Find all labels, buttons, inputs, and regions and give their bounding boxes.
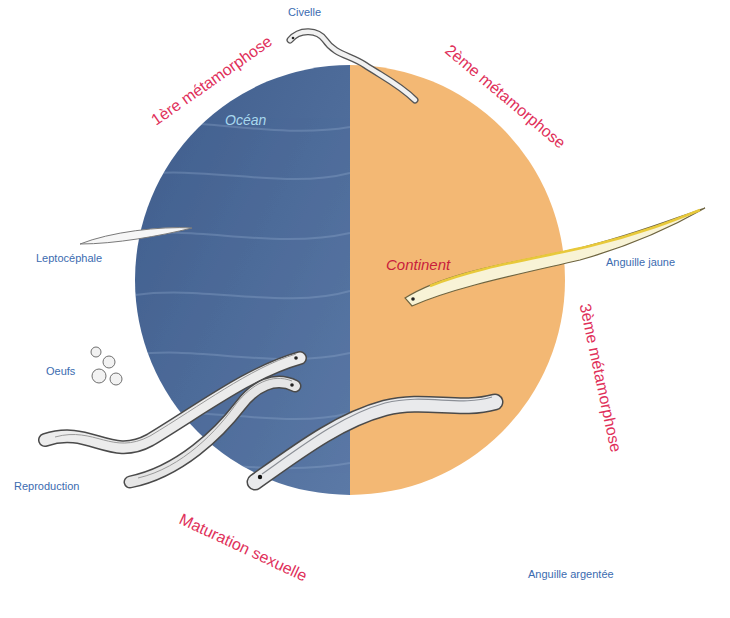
stage-name: Leptocéphale bbox=[36, 252, 102, 265]
stage-name: Anguille jaune bbox=[606, 256, 675, 269]
stage-name: Oeufs bbox=[46, 365, 75, 378]
phase-name: Maturation sexuelle bbox=[176, 510, 310, 585]
leptocephalus-larva bbox=[80, 228, 192, 244]
yellow-eel bbox=[405, 208, 705, 306]
region-label: Océan bbox=[225, 112, 266, 128]
silver-eel bbox=[255, 397, 495, 482]
stage-name: Reproduction bbox=[14, 480, 79, 493]
spawning-eels bbox=[45, 354, 300, 482]
glass-eel bbox=[290, 32, 415, 100]
phase-name: 3ème métamorphose bbox=[575, 302, 624, 454]
region-label: Continent bbox=[386, 256, 450, 273]
stage-name: Civelle bbox=[288, 6, 321, 19]
eggs bbox=[91, 347, 122, 385]
stage-name: Anguille argentée bbox=[528, 568, 614, 581]
